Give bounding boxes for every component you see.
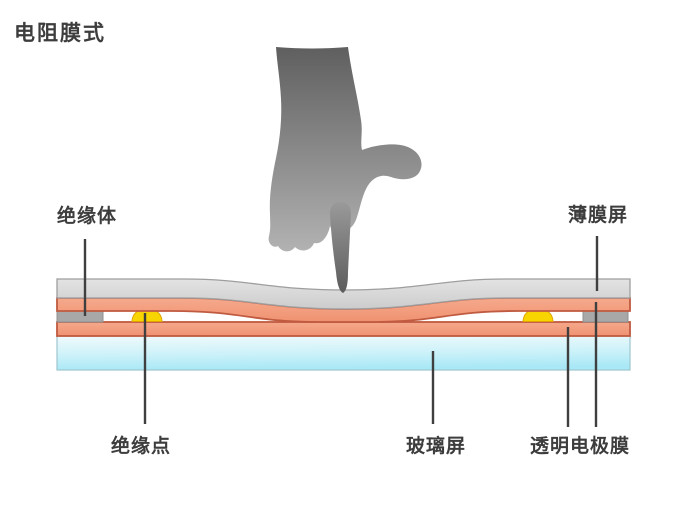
label-film-screen: 薄膜屏 xyxy=(567,204,628,226)
hand-silhouette xyxy=(268,47,422,252)
index-finger xyxy=(330,202,351,293)
glass-layer xyxy=(56,335,631,371)
label-glass-screen: 玻璃屏 xyxy=(405,435,466,457)
film-layer xyxy=(56,278,631,310)
label-insulation-point: 绝缘点 xyxy=(110,435,171,457)
label-transparent-electrode-film: 透明电极膜 xyxy=(529,435,630,457)
label-insulator: 绝缘体 xyxy=(56,205,117,227)
bottom-electrode-layer xyxy=(56,321,631,337)
page-title: 电阻膜式 xyxy=(14,21,106,45)
